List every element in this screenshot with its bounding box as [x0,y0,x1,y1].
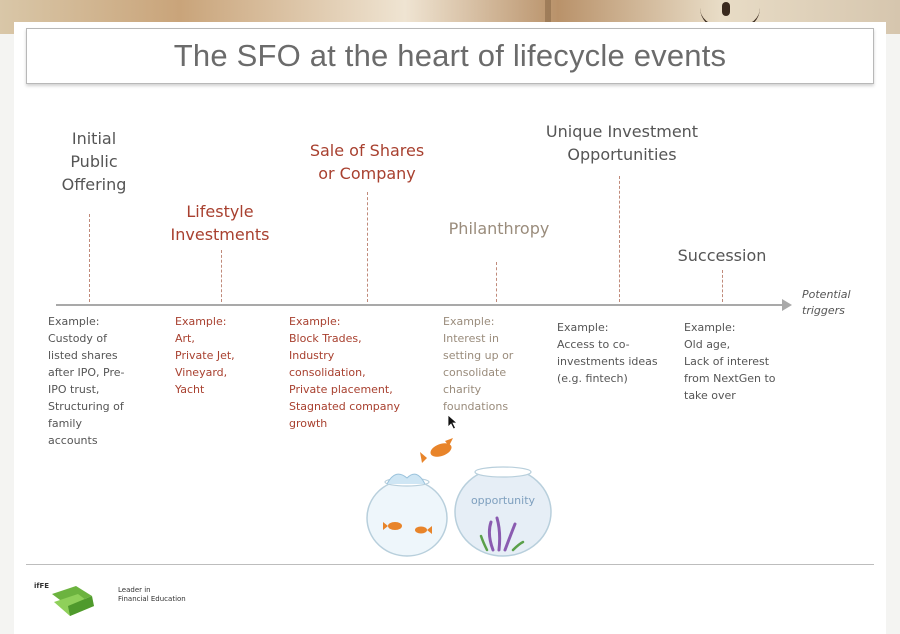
bowl-text: opportunity [471,494,536,507]
example-succession: Example: Old age, Lack of interest from … [684,319,776,404]
event-label-line: Opportunities [540,143,704,166]
title-box: The SFO at the heart of lifecycle events [26,28,874,84]
example-ipo: Example: Custody of listed shares after … [48,313,125,449]
example-line: consolidation, [289,364,400,381]
example-line: Access to co- [557,336,658,353]
event-label-line: Philanthropy [440,217,558,240]
jumping-fish-icon [420,438,453,463]
example-line: family [48,415,125,432]
event-label-line: Initial [54,127,134,150]
example-lifestyle: Example: Art, Private Jet, Vineyard, Yac… [175,313,235,398]
event-label-line: or Company [300,162,434,185]
example-line: Industry [289,347,400,364]
tagline-line: Financial Education [118,595,186,604]
event-label-line: Offering [54,173,134,196]
example-line: foundations [443,398,513,415]
example-line: investments ideas [557,353,658,370]
example-unique-investment: Example: Access to co- investments ideas… [557,319,658,387]
event-label-philanthropy: Philanthropy [440,217,558,240]
event-label-line: Investments [160,223,280,246]
trigger-line-sale [367,192,368,302]
example-line: Example: [48,313,125,330]
example-line: accounts [48,432,125,449]
trigger-line-succession [722,270,723,302]
event-label-unique-investment: Unique Investment Opportunities [540,120,704,166]
timeline-arrowhead [782,299,792,311]
example-line: take over [684,387,776,404]
slide-title: The SFO at the heart of lifecycle events [174,38,726,74]
example-line: Example: [443,313,513,330]
event-label-ipo: Initial Public Offering [54,127,134,196]
example-line: Interest in [443,330,513,347]
timeline-axis [56,304,786,306]
example-line: Custody of [48,330,125,347]
example-line: after IPO, Pre- [48,364,125,381]
iffe-logo-icon: ifFE [34,580,114,620]
event-label-sale: Sale of Shares or Company [300,139,434,185]
example-line: Private Jet, [175,347,235,364]
example-line: Yacht [175,381,235,398]
example-line: listed shares [48,347,125,364]
example-line: Block Trades, [289,330,400,347]
logo-tagline: Leader in Financial Education [118,586,186,604]
example-line: from NextGen to [684,370,776,387]
example-line: Art, [175,330,235,347]
example-line: Stagnated company [289,398,400,415]
axis-label: Potential triggers [802,287,851,319]
mouse-cursor-icon [447,414,459,430]
example-line: Example: [557,319,658,336]
event-label-line: Sale of Shares [300,139,434,162]
example-line: Old age, [684,336,776,353]
trigger-line-ipo [89,214,90,302]
example-line: Structuring of [48,398,125,415]
example-sale: Example: Block Trades, Industry consolid… [289,313,400,432]
axis-label-line: Potential [802,287,851,303]
example-line: Lack of interest [684,353,776,370]
example-line: Example: [175,313,235,330]
example-line: IPO trust, [48,381,125,398]
event-label-line: Succession [668,244,776,267]
event-label-line: Public [54,150,134,173]
tagline-line: Leader in [118,586,186,595]
axis-label-line: triggers [802,303,851,319]
example-line: charity [443,381,513,398]
example-line: Private placement, [289,381,400,398]
banner-figure [722,2,730,16]
footer-divider [26,564,874,565]
logo-text: ifFE [34,582,49,590]
trigger-line-unique-investment [619,176,620,302]
example-philanthropy: Example: Interest in setting up or conso… [443,313,513,415]
trigger-line-philanthropy [496,262,497,302]
example-line: Vineyard, [175,364,235,381]
trigger-line-lifestyle [221,250,222,302]
event-label-succession: Succession [668,244,776,267]
example-line: Example: [684,319,776,336]
example-line: setting up or [443,347,513,364]
example-line: (e.g. fintech) [557,370,658,387]
fishbowl-illustration: opportunity [365,438,555,560]
event-label-lifestyle: Lifestyle Investments [160,200,280,246]
example-line: growth [289,415,400,432]
event-label-line: Unique Investment [540,120,704,143]
left-fishbowl-icon [367,474,447,556]
right-fishbowl-icon [455,467,551,556]
example-line: Example: [289,313,400,330]
example-line: consolidate [443,364,513,381]
event-label-line: Lifestyle [160,200,280,223]
